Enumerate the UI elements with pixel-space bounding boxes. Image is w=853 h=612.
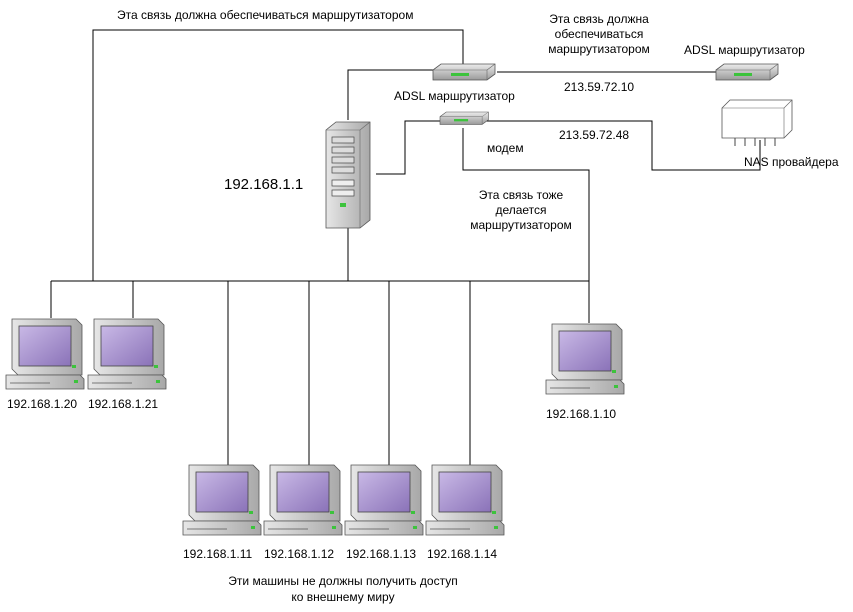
adsl-router-remote-icon (715, 63, 779, 81)
computer-ip-label: 192.168.1.12 (264, 547, 335, 561)
adsl-router-icon (432, 63, 496, 81)
modem-link-ip: 213.59.72.48 (559, 128, 630, 142)
computer-icon (182, 464, 262, 536)
right-link-note-line3: маршрутизатором (548, 42, 650, 56)
isolated-note-line2: ко внешнему миру (291, 590, 395, 604)
isolated-note-line1: Эти машины не должны получить доступ (228, 574, 458, 588)
nas-label: NAS провайдера (744, 155, 839, 169)
router-link-ip: 213.59.72.10 (564, 80, 635, 94)
computer-ip-label: 192.168.1.13 (346, 547, 417, 561)
top-link-note: Эта связь должна обеспечиваться маршрути… (117, 8, 414, 22)
computer-ip-label: 192.168.1.10 (546, 407, 617, 421)
computer-icon (87, 318, 167, 390)
server-ip-label: 192.168.1.1 (224, 176, 304, 193)
computer-ip-label: 192.168.1.11 (183, 547, 253, 561)
adsl-router-remote-label: ADSL маршрутизатор (684, 43, 805, 57)
modem-icon (439, 111, 489, 125)
computer-ip-label: 192.168.1.21 (88, 397, 159, 411)
nas-icon (721, 99, 793, 146)
modem-link-note-line3: маршрутизатором (470, 218, 572, 232)
computer-icon (425, 464, 505, 536)
computer-icon (263, 464, 343, 536)
modem-label: модем (487, 141, 524, 155)
modem-link-note-line1: Эта связь тоже (478, 188, 564, 202)
computer-icon (5, 318, 85, 390)
computer-ip-label: 192.168.1.20 (7, 397, 78, 411)
computer-ip-label: 192.168.1.14 (427, 547, 498, 561)
right-link-note-line2: обеспечиваться (554, 27, 644, 41)
modem-link-note-line2: делается (495, 203, 547, 217)
right-link-note-line1: Эта связь должна (549, 12, 649, 26)
computer-icon (344, 464, 424, 536)
computer-icon (545, 323, 625, 395)
connection-lines (50, 29, 761, 465)
server-icon (325, 121, 371, 229)
adsl-router-label: ADSL маршрутизатор (394, 89, 515, 103)
